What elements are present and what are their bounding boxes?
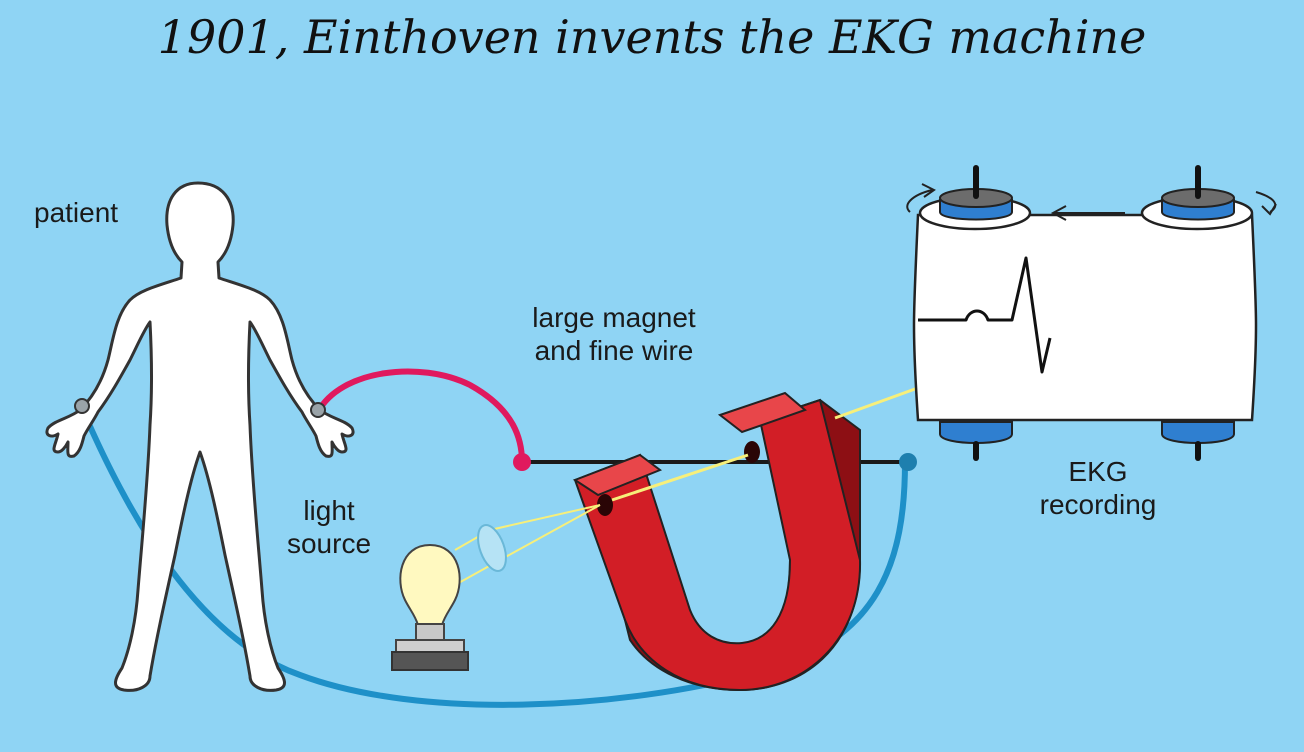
label-magnet-line2: and fine wire [534, 335, 694, 366]
label-patient: patient [34, 196, 118, 229]
ekg-recorder [906, 165, 1277, 461]
label-light-line2: source [286, 528, 372, 559]
label-light-source: light source [262, 494, 396, 560]
wire-terminal-left [513, 453, 531, 471]
diagram-title: 1901, Einthoven invents the EKG machine [157, 10, 1147, 64]
label-patient-text: patient [34, 197, 119, 228]
patient-figure [45, 181, 355, 692]
label-light-line1: light [303, 495, 355, 526]
horseshoe-magnet [572, 391, 862, 692]
light-bulb [391, 543, 469, 671]
wire-terminal-right [899, 453, 917, 471]
ekg-trace [918, 256, 1052, 374]
label-ekg-line1: EKG [1068, 456, 1128, 487]
label-magnet-line1: large magnet [532, 302, 696, 333]
label-ekg-line2: recording [1039, 489, 1157, 520]
label-ekg-recording: EKG recording [1008, 455, 1188, 521]
label-magnet: large magnet and fine wire [494, 301, 734, 367]
right-lead-wire [315, 368, 525, 465]
lens [477, 524, 507, 572]
